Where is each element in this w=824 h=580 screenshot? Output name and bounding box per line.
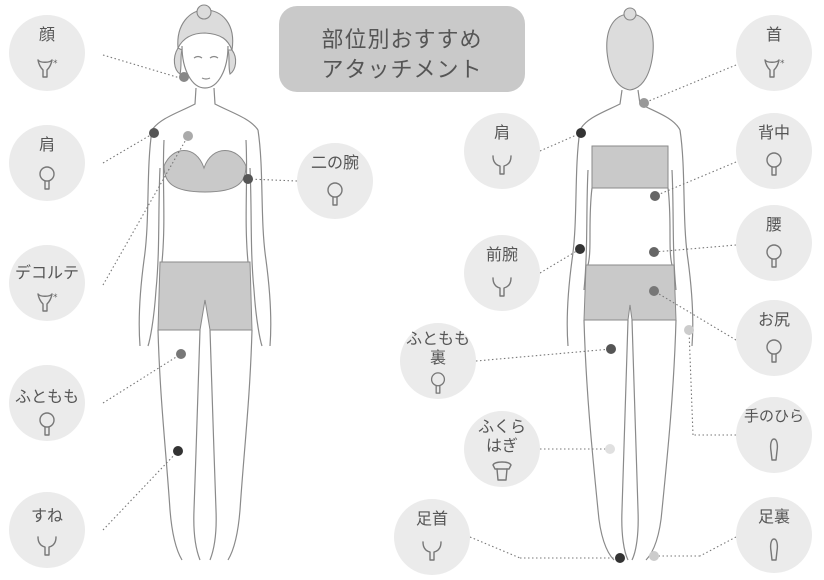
connector-lines	[102, 54, 737, 559]
badge-forearm: 前腕	[464, 235, 540, 311]
dot-neck	[639, 98, 649, 108]
dot-thigh	[176, 349, 186, 359]
badge-calf: ふくら はぎ	[464, 411, 540, 487]
dot-sole	[649, 551, 659, 561]
dot-front-shoulder	[149, 128, 159, 138]
badge-note: *	[53, 59, 58, 69]
front-figure	[138, 4, 272, 561]
badge-label-line1: ふくら	[477, 417, 526, 436]
badge-label: 手のひら	[743, 407, 804, 425]
dot-back-thigh	[606, 344, 616, 354]
dot-calf	[605, 444, 615, 454]
title-line-1: 部位別おすすめ	[321, 28, 483, 53]
badge-waist: 腰	[736, 205, 812, 281]
badge-note: *	[780, 59, 785, 69]
fork-icon	[492, 155, 512, 175]
bullet-icon	[769, 438, 779, 461]
badge-label: お尻	[757, 310, 790, 329]
badge-label: すね	[30, 506, 63, 525]
dot-back-shoulder	[576, 128, 586, 138]
ball-icon	[430, 372, 446, 394]
back-figure	[566, 7, 694, 561]
ball-icon	[327, 182, 343, 206]
cup-icon: *	[37, 293, 58, 312]
badge-decollete: デコルテ *	[9, 245, 85, 321]
badge-label-line1: ふともも	[405, 329, 470, 348]
badge-label: 足首	[415, 509, 448, 528]
cup-icon: *	[764, 59, 785, 78]
badge-label: 背中	[757, 123, 790, 142]
fork-icon	[422, 541, 442, 561]
badge-back-shoulder: 肩	[464, 113, 540, 189]
badge-label: 前腕	[485, 245, 518, 264]
badge-label: ふともも	[14, 387, 79, 406]
badge-label: 腰	[765, 215, 782, 234]
fork-icon	[492, 277, 512, 297]
badge-sole: 足裏	[736, 497, 812, 573]
badge-buttocks: お尻	[736, 300, 812, 376]
badge-label: 顔	[38, 25, 55, 44]
ball-icon	[766, 152, 782, 176]
badge-label-line2: はぎ	[485, 436, 518, 455]
badge-upper-arm: 二の腕	[297, 143, 373, 219]
title-box: 部位別おすすめ アタッチメント	[279, 6, 525, 92]
badge-face: 顔 *	[9, 15, 85, 91]
cup-icon: *	[37, 59, 58, 78]
badge-thigh: ふともも	[9, 365, 85, 441]
badge-label: 二の腕	[310, 153, 359, 172]
ball-icon	[766, 244, 782, 268]
fork-icon	[37, 536, 57, 556]
badge-back-thigh: ふともも 裏	[400, 323, 476, 399]
dot-ankle	[615, 553, 625, 563]
badge-label: 肩	[493, 123, 510, 142]
marker-dots	[149, 72, 694, 563]
ball-icon	[39, 166, 55, 190]
badge-note: *	[53, 293, 58, 303]
dot-upper-back	[650, 191, 660, 201]
dot-decollete	[183, 131, 193, 141]
dot-palm	[684, 325, 694, 335]
badge-label: デコルテ	[14, 263, 79, 282]
dot-buttocks	[649, 286, 659, 296]
badge-upper-back: 背中	[736, 113, 812, 189]
badge-label-line2: 裏	[429, 348, 446, 367]
ball-icon	[39, 412, 55, 436]
badge-ankle: 足首	[394, 499, 470, 575]
badge-label: 肩	[38, 135, 55, 154]
title-line-2: アタッチメント	[321, 58, 483, 83]
badge-shin: すね	[9, 492, 85, 568]
badge-label: 首	[765, 25, 782, 44]
dot-forearm	[575, 244, 585, 254]
dot-upper-arm	[243, 174, 253, 184]
dot-waist	[649, 247, 659, 257]
bullet-icon	[769, 538, 779, 561]
ball-icon	[766, 339, 782, 363]
badge-neck: 首 *	[736, 15, 812, 91]
dot-face	[179, 72, 189, 82]
badge-palm: 手のひら	[736, 397, 812, 473]
badge-front-shoulder: 肩	[9, 125, 85, 201]
mushroom-icon	[492, 461, 512, 481]
dot-shin	[173, 446, 183, 456]
badge-label: 足裏	[757, 507, 790, 526]
